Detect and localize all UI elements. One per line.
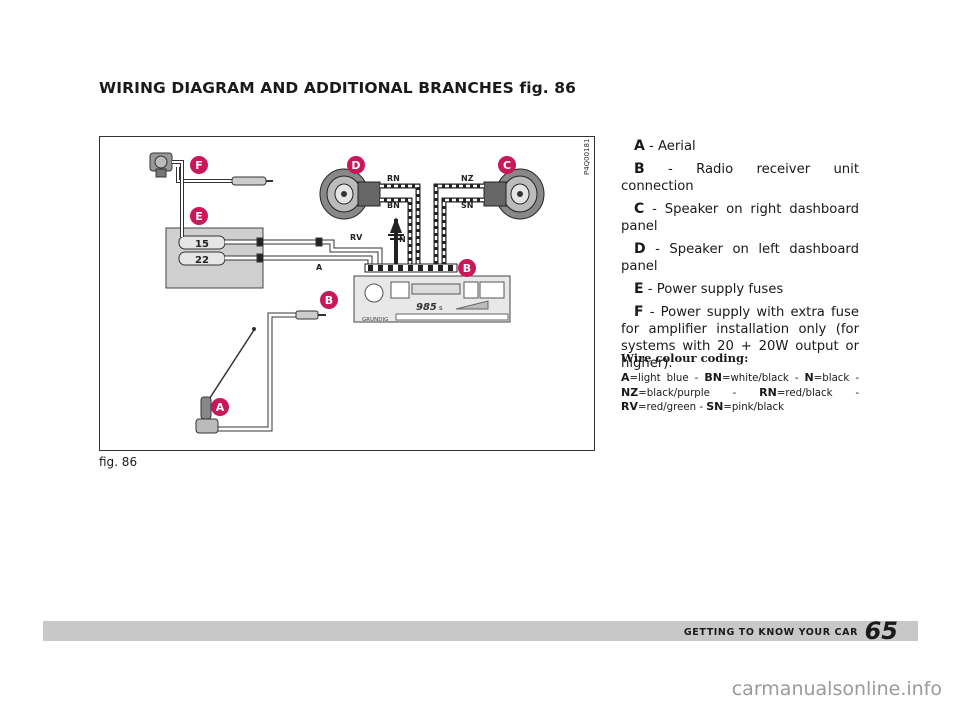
radio-brand: GRUNDIG [362, 317, 388, 323]
figure-caption: fig. 86 [99, 455, 138, 469]
footer-section-title: GETTING TO KNOW YOUR CAR [683, 627, 858, 638]
page-number: 65 [864, 617, 898, 645]
svg-text:D: D [351, 159, 360, 172]
fuse-22: 22 [178, 251, 226, 266]
radio-display-unit: s [439, 304, 443, 312]
speaker-right [483, 168, 545, 220]
wire-label-nz: NZ [461, 174, 474, 183]
aerial [195, 327, 256, 434]
svg-text:B: B [463, 262, 471, 275]
svg-text:F: F [195, 159, 203, 172]
fuse-wire-22 [225, 253, 373, 266]
marker-d: D [347, 156, 365, 174]
legend-item-f: F - Power supply with extra fuse for amp… [621, 304, 859, 371]
component-legend: A - Aerial B - Radio receiver unit conne… [621, 138, 859, 378]
legend-item-c: C - Speaker on right dashboard panel [621, 201, 859, 234]
radio-display: 985 [416, 302, 437, 313]
wiring-diagram: P4Q00181 15 22 [149, 139, 591, 434]
marker-b-aerial: B [320, 291, 338, 309]
marker-b-connector: B [458, 259, 476, 277]
wire-label-rn: RN [387, 174, 400, 183]
ground-symbol [390, 217, 402, 233]
aerial-cable [216, 310, 326, 432]
wire-colour-coding: Wire colour coding: A=light blue - BN=wh… [621, 351, 859, 415]
wire-label-a: A [316, 263, 323, 272]
svg-text:A: A [216, 401, 225, 414]
figure-code: P4Q00181 [583, 139, 591, 175]
legend-item-b: B - Radio receiver unit connection [621, 161, 859, 194]
marker-f: F [190, 156, 208, 174]
watermark: carmanualsonline.info [731, 678, 942, 700]
footer-bar [43, 621, 918, 641]
marker-a: A [211, 398, 229, 416]
svg-text:B: B [325, 294, 333, 307]
legend-item-e: E - Power supply fuses [634, 281, 784, 297]
wire-label-bn: BN [387, 201, 400, 210]
svg-text:E: E [195, 210, 203, 223]
fuse-22-label: 22 [195, 255, 209, 266]
speaker-left [319, 168, 381, 220]
speaker-wires [380, 183, 484, 266]
radio-connector [364, 263, 458, 273]
page-title: WIRING DIAGRAM AND ADDITIONAL BRANCHES f… [99, 79, 577, 97]
legend-item-a: A - Aerial [634, 138, 696, 154]
wire-label-n: N [399, 235, 406, 244]
fuse-15-label: 15 [195, 239, 209, 250]
coding-title: Wire colour coding: [621, 351, 749, 365]
coding-text: A=light blue - BN=white/black - N=black … [621, 371, 860, 413]
wire-label-rv: RV [350, 233, 363, 242]
marker-c: C [498, 156, 516, 174]
wire-label-sn: SN [461, 201, 473, 210]
power-connector-f [149, 152, 273, 237]
legend-item-d: D - Speaker on left dashboard panel [621, 241, 859, 274]
fuse-wire-15 [225, 237, 383, 266]
marker-e: E [190, 207, 208, 225]
wiring-diagram-figure: P4Q00181 15 22 [99, 136, 595, 451]
fuse-15: 15 [178, 235, 226, 250]
radio-unit: 985 s GRUNDIG [353, 275, 511, 323]
svg-text:C: C [503, 159, 511, 172]
